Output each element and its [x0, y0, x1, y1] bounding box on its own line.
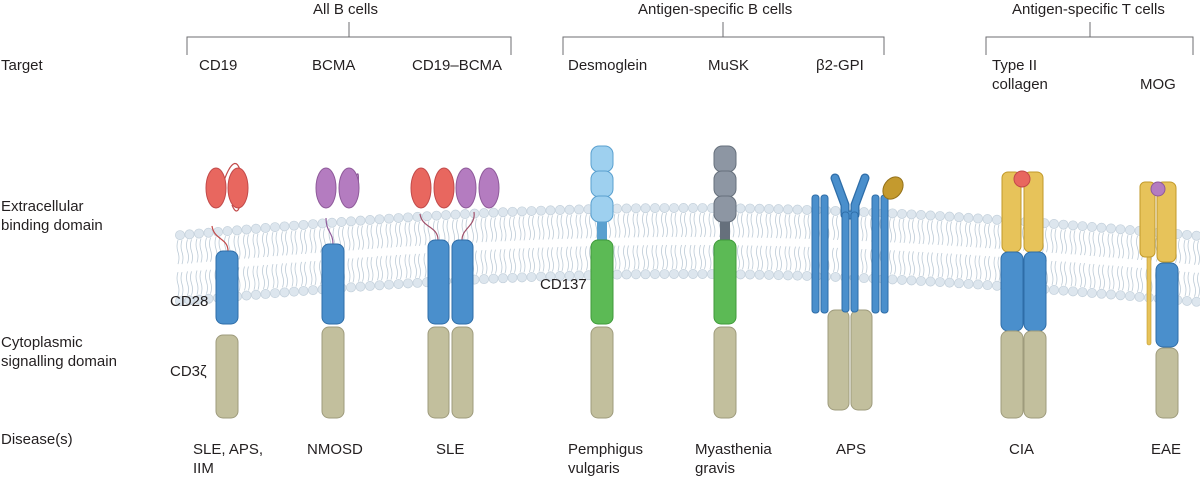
peptide-antigen: [1150, 181, 1166, 197]
antigen-ligand: [882, 176, 904, 200]
cd28-domain: [1000, 251, 1024, 332]
antibody-arm: [831, 174, 869, 219]
cd28-domain: [1023, 251, 1047, 332]
target-bcma: BCMA: [312, 57, 356, 74]
hinge: [720, 222, 730, 242]
scfv-domain: [315, 167, 337, 209]
receptor-beta2-gpi: [811, 173, 904, 411]
disease-beta2-gpi: APS: [836, 441, 867, 458]
cd3z-domain: [427, 326, 450, 419]
bracket-antigen-specific-b-cells: [562, 22, 885, 55]
antigen-domain: [590, 170, 614, 198]
antibody-stem: [841, 211, 850, 313]
disease-cd19-bcma: SLE: [436, 441, 465, 458]
hinge: [597, 222, 607, 242]
cd3z-domain: [827, 309, 850, 411]
caar-desmoglein: [590, 145, 614, 419]
cd3z-domain: [713, 326, 737, 419]
antigen-domain: [713, 145, 737, 173]
bracket-all-b-cells: [186, 22, 512, 55]
car-cd19-bcma: [410, 167, 500, 419]
bracket-antigen-specific-t-cells: [985, 22, 1194, 55]
group-label-all-b-cells: All B cells: [313, 1, 379, 18]
scfv-domain: [227, 167, 249, 209]
domain-label-cd137: CD137: [540, 276, 587, 293]
antigen-domain: [713, 170, 737, 198]
cd3z-domain: [1023, 330, 1047, 419]
tcr-beta-chain: [1156, 181, 1177, 263]
group-label-antigen-specific-b-cells: Antigen-specific B cells: [638, 1, 793, 18]
disease-musk: Myasthenia gravis: [695, 441, 772, 477]
cd28-domain: [215, 250, 239, 325]
peptide-antigen: [1013, 170, 1031, 188]
cd28-domain: [1155, 262, 1179, 348]
side-chain: [820, 194, 829, 314]
tcr-type-ii-collagen: [1000, 170, 1047, 419]
domain-label-cd3z: CD3ζ: [170, 363, 207, 380]
cd137-domain: [590, 239, 614, 325]
cd3z-domain: [451, 326, 474, 419]
caar-musk: [713, 145, 737, 419]
target-type-ii-collagen: Type II collagen: [992, 57, 1048, 93]
disease-desmoglein: Pemphigus vulgaris: [568, 441, 644, 477]
cd3z-domain: [590, 326, 614, 419]
scfv-domain: [338, 167, 360, 209]
target-desmoglein: Desmoglein: [568, 57, 648, 74]
row-label-disease: Disease(s): [1, 431, 73, 448]
antigen-domain: [590, 145, 614, 173]
cd3z-domain: [850, 309, 873, 411]
cd3z-domain: [215, 334, 239, 419]
scfv-domain: [205, 167, 227, 209]
side-chain: [811, 194, 820, 314]
antibody-stem: [850, 211, 859, 313]
car-cd19: [205, 162, 249, 419]
side-chain: [871, 194, 880, 314]
scfv-domain: [478, 167, 500, 209]
scfv-domain: [410, 167, 432, 209]
cd28-domain: [451, 239, 474, 325]
tcr-mog: [1139, 181, 1179, 419]
tcr-alpha-chain: [1139, 181, 1156, 258]
antigen-domain: [590, 195, 614, 223]
group-label-antigen-specific-t-cells: Antigen-specific T cells: [1012, 1, 1165, 18]
target-cd19-bcma: CD19–BCMA: [412, 57, 503, 74]
antigen-domain: [713, 195, 737, 223]
car-bcma: [315, 167, 360, 419]
disease-type-ii-collagen: CIA: [1009, 441, 1035, 458]
target-musk: MuSK: [708, 57, 749, 74]
cd137-domain: [713, 239, 737, 325]
cd3z-domain: [321, 326, 345, 419]
cd28-domain: [321, 243, 345, 325]
cd3z-domain: [1155, 347, 1179, 419]
domain-label-cd28: CD28: [170, 293, 209, 310]
disease-cd19: SLE, APS, IIM: [193, 441, 264, 477]
row-label-cytoplasmic: Cytoplasmic signalling domain: [1, 334, 117, 370]
target-mog: MOG: [1140, 76, 1176, 93]
row-label-target: Target: [1, 57, 43, 74]
target-cd19: CD19: [199, 57, 238, 74]
side-chain: [880, 194, 889, 314]
hinge-link: [419, 211, 475, 241]
cd3z-domain: [1000, 330, 1024, 419]
scfv-domain: [455, 167, 477, 209]
cd28-domain: [427, 239, 450, 325]
scfv-domain: [433, 167, 455, 209]
disease-bcma: NMOSD: [307, 441, 363, 458]
target-beta2-gpi: β2-GPI: [816, 57, 864, 74]
row-label-extracellular: Extracellular binding domain: [1, 198, 103, 234]
disease-mog: EAE: [1151, 441, 1182, 458]
